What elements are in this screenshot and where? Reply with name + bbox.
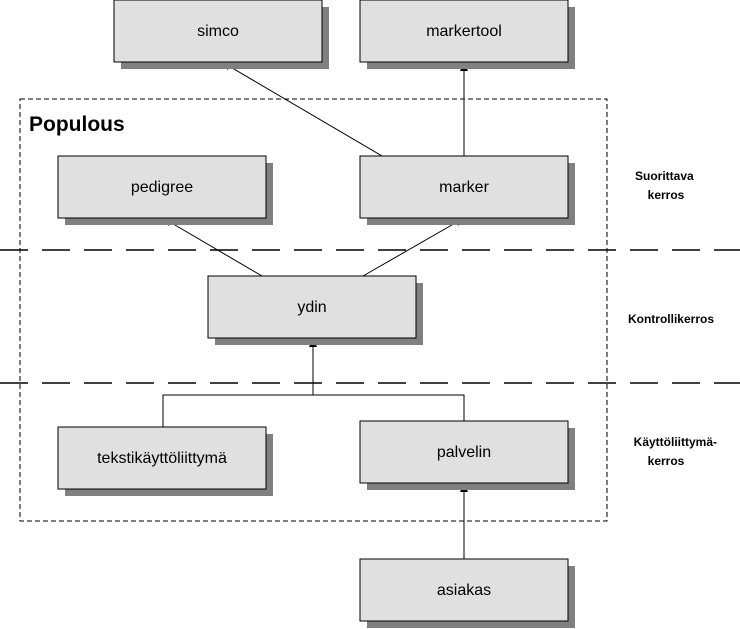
box-label-ydin: ydin	[297, 299, 326, 316]
box-label-tekstikayttoliittyma: tekstikäyttöliittymä	[97, 450, 227, 467]
layer-label-ui: Käyttöliittymä- kerros	[634, 435, 721, 468]
box-ydin: ydin	[207, 275, 423, 345]
box-label-asiakas: asiakas	[437, 582, 491, 599]
box-label-pedigree: pedigree	[131, 179, 193, 196]
box-asiakas: asiakas	[359, 558, 575, 628]
box-pedigree: pedigree	[57, 155, 273, 225]
box-simco: simco	[113, 0, 329, 69]
populous-title: Populous	[29, 113, 125, 136]
connector-ydin-to-pedigree	[162, 217, 263, 277]
box-label-simco: simco	[197, 23, 239, 40]
layer-label-executing: Suorittava kerros	[635, 169, 697, 202]
box-label-markertool: markertool	[426, 23, 502, 40]
box-label-marker: marker	[439, 179, 489, 196]
layer-label-control: Kontrollikerros	[628, 312, 714, 326]
box-tekstikayttoliittyma: tekstikäyttöliittymä	[57, 426, 273, 496]
box-marker: marker	[359, 155, 575, 225]
box-label-palvelin: palvelin	[437, 444, 491, 461]
box-palvelin: palvelin	[359, 420, 575, 490]
box-markertool: markertool	[359, 0, 575, 69]
connector-marker-to-simco	[221, 61, 383, 157]
connector-ydin-to-marker	[362, 217, 465, 277]
